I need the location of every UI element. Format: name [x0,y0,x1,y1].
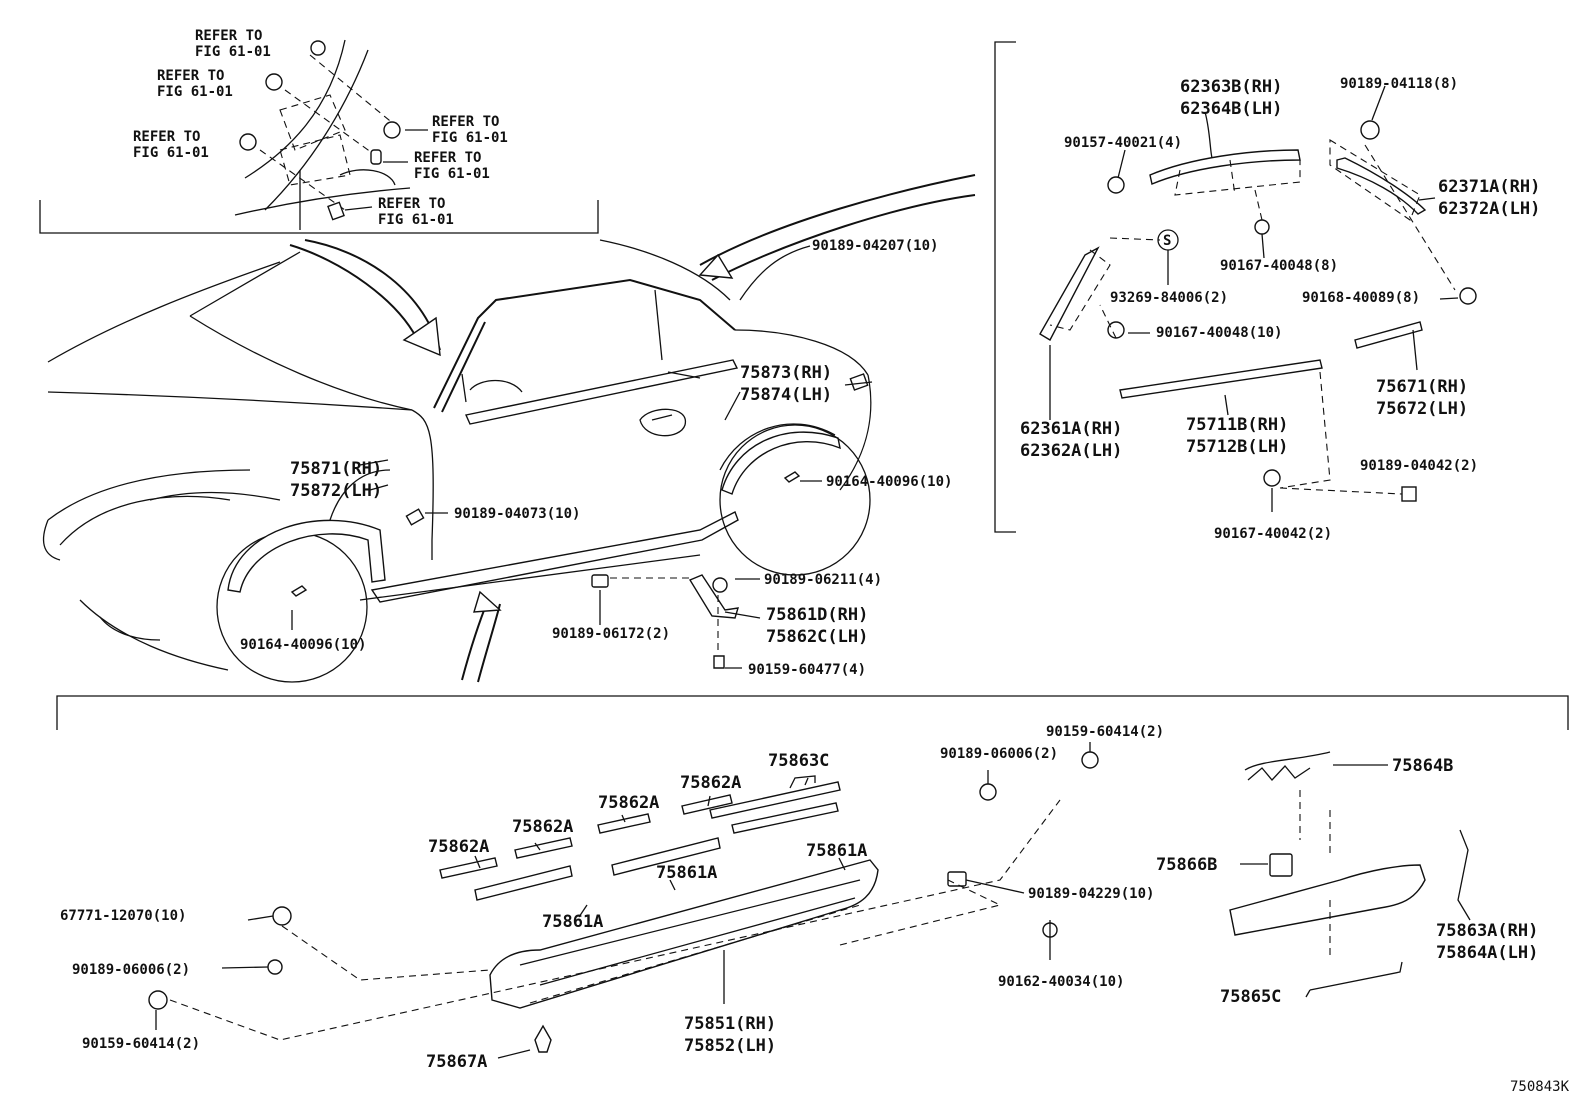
car-drawing [42,174,976,683]
part-label: 90189-04229(10) [1028,886,1154,902]
part-label: 90189-04207(10) [812,238,938,254]
part-label: 75866B [1156,855,1217,875]
part-label: 90162-40034(10) [998,974,1124,990]
part-label: 75864B [1392,756,1453,776]
part-label: 75864A(LH) [1436,943,1538,963]
part-label: 75873(RH) [740,363,832,383]
part-label: 75861A [656,863,717,883]
part-label: 90164-40096(10) [240,637,366,653]
part-label: 75671(RH) [1376,377,1468,397]
part-label: 75863C [768,751,829,771]
part-label: 93269-84006(2) [1110,290,1228,306]
part-label: 62363B(RH) [1180,77,1282,97]
part-label: 90159-60477(4) [748,662,866,678]
part-label: 90157-40021(4) [1064,135,1182,151]
part-label: 75865C [1220,987,1281,1007]
part-label: 75672(LH) [1376,399,1468,419]
part-label: 62361A(RH) [1020,419,1122,439]
part-label: 62372A(LH) [1438,199,1540,219]
rocker-panel-drawing [148,742,1471,1059]
part-label: 75863A(RH) [1436,921,1538,941]
part-label: 75867A [426,1052,487,1072]
part-label: 75862A [512,817,573,837]
part-label: 90159-60414(2) [1046,724,1164,740]
part-label: 67771-12070(10) [60,908,186,924]
pillar-inset-drawing [234,39,428,230]
part-label: 75852(LH) [684,1036,776,1056]
part-label: 90167-40048(10) [1156,325,1282,341]
part-label: 75861A [542,912,603,932]
part-label: 90189-04042(2) [1360,458,1478,474]
part-label: 75861A [806,841,867,861]
figure-code: 750843K [1510,1079,1570,1095]
part-label: 90189-06006(2) [72,962,190,978]
part-label: 90189-06172(2) [552,626,670,642]
part-label: 90167-40048(8) [1220,258,1338,274]
part-label: 75851(RH) [684,1014,776,1034]
part-label: 75871(RH) [290,459,382,479]
part-label: 75862A [598,793,659,813]
part-label: 90189-04073(10) [454,506,580,522]
part-label: 75711B(RH) [1186,415,1288,435]
frame-lines [39,41,1569,730]
part-label: 75862A [680,773,741,793]
part-label: 75874(LH) [740,385,832,405]
part-label: 75862A [428,837,489,857]
s-marker: S [1163,233,1171,249]
car-labels: 90189-04207(10) 75873(RH) 75874(LH) 7587… [240,238,952,678]
top-right-labels: 62363B(RH) 62364B(LH) 90189-04118(8) 901… [1020,76,1540,542]
part-label: 62362A(LH) [1020,441,1122,461]
part-label: 90159-60414(2) [82,1036,200,1052]
part-label: 90168-40089(8) [1302,290,1420,306]
part-label: 90164-40096(10) [826,474,952,490]
part-label: 62364B(LH) [1180,99,1282,119]
part-label: 90167-40042(2) [1214,526,1332,542]
part-label: 75872(LH) [290,481,382,501]
top-right-detail-drawing [1039,85,1477,512]
bottom-labels: 75863C 75862A 75862A 75862A 75862A 75861… [60,724,1538,1072]
part-label: 90189-06211(4) [764,572,882,588]
part-label: 75861D(RH) [766,605,868,625]
part-label: 75862C(LH) [766,627,868,647]
part-label: 75712B(LH) [1186,437,1288,457]
part-label: 90189-06006(2) [940,746,1058,762]
part-label: 90189-04118(8) [1340,76,1458,92]
part-label: 62371A(RH) [1438,177,1540,197]
